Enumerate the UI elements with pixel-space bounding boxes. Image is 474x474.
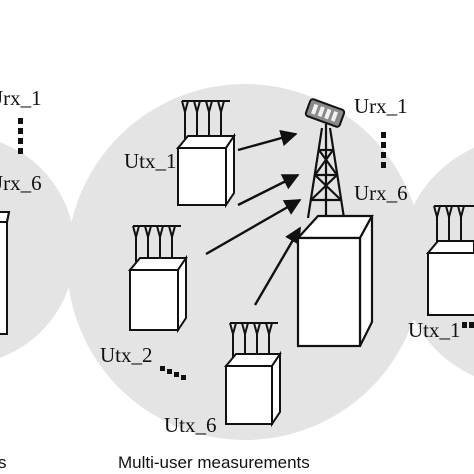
right-transmitter-box <box>425 240 474 316</box>
left-scene-circle <box>0 142 75 358</box>
utx-2-transmitter: Utx_2 <box>100 225 188 380</box>
left-urx-1-label: Urx_1 <box>0 86 42 110</box>
left-urx-6-label: Urx_6 <box>0 171 42 195</box>
utx-1-transmitter: Utx_1 <box>124 100 236 209</box>
right-utx-1-label: Utx_1 <box>408 318 461 342</box>
right-scene: Utx_1 <box>408 205 474 342</box>
cell-tower-icon <box>304 98 346 219</box>
center-scene-circle <box>67 84 423 440</box>
utx-ellipsis-dots <box>160 366 186 380</box>
left-caption-fragment: s <box>0 453 7 472</box>
utx-6-box <box>223 350 282 428</box>
utx-2-box <box>127 254 188 334</box>
center-caption: Multi-user measurements <box>118 453 310 472</box>
building-icon <box>295 214 374 348</box>
utx-6-transmitter: Utx_6 <box>164 322 282 437</box>
receiver-base-station <box>295 98 374 348</box>
arrow-icon <box>205 129 302 306</box>
left-building-icon <box>0 211 11 335</box>
utx-2-label: Utx_2 <box>100 343 153 367</box>
right-dots <box>462 322 474 328</box>
utx-1-box <box>175 132 236 209</box>
utx-6-label: Utx_6 <box>164 413 217 437</box>
urx-1-label: Urx_1 <box>354 94 408 118</box>
antenna-array-icon <box>433 205 474 244</box>
urx-6-label: Urx_6 <box>354 181 408 205</box>
left-scene: Urx_1 Urx_6 s <box>0 86 42 472</box>
left-dots <box>18 118 23 154</box>
urx-dots <box>381 132 386 168</box>
utx-1-label: Utx_1 <box>124 149 177 173</box>
center-scene: Utx_1 Utx_2 <box>100 94 408 472</box>
